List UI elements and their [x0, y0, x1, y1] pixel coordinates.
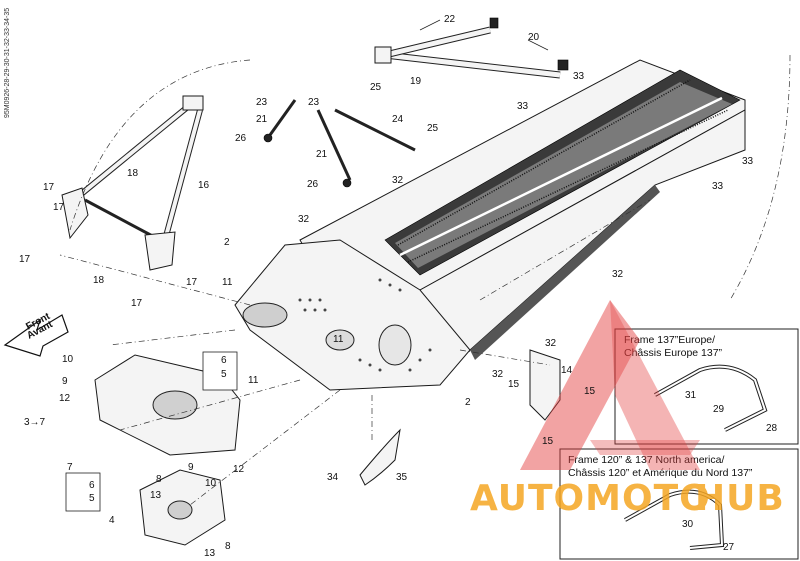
callout-32-e: 32	[492, 369, 504, 380]
callout-2-b: 2	[465, 397, 471, 408]
callout-25-b: 25	[427, 123, 439, 134]
callouts: 22 20 19 23 23 25 25 21 21 24 26 26 33 3…	[19, 14, 778, 559]
inset-na-title-1: Frame 120” & 137 North america/	[568, 454, 724, 466]
callout-16: 16	[198, 180, 210, 191]
inset-europe: Frame 137”Europe/ Châssis Europe 137”	[614, 328, 799, 445]
callout-4: 4	[109, 515, 115, 526]
callout-17-a: 17	[43, 182, 55, 193]
callout-2-a: 2	[224, 237, 230, 248]
callout-25-a: 25	[370, 82, 382, 93]
callout-5-a: 5	[221, 369, 227, 380]
callout-15-b: 15	[584, 386, 596, 397]
callout-9-b: 9	[188, 462, 194, 473]
callout-27: 27	[723, 542, 735, 553]
callout-19: 19	[410, 76, 422, 87]
inset-europe-title-1: Frame 137”Europe/	[624, 334, 715, 346]
fastener-box-upper	[202, 351, 238, 391]
callout-33-b: 33	[517, 101, 529, 112]
callout-31: 31	[685, 390, 697, 401]
fastener-box-lower	[65, 472, 101, 512]
callout-28: 28	[766, 423, 778, 434]
callout-18-b: 18	[93, 275, 105, 286]
callout-30: 30	[682, 519, 694, 530]
callout-32-d: 32	[545, 338, 557, 349]
watermark-text-hub: HUB	[695, 478, 785, 519]
vertical-part-code: 95M0926-28-29-30-31-32-33-34-35	[4, 8, 11, 118]
callout-11-b: 11	[333, 334, 344, 345]
callout-11-c: 11	[248, 375, 259, 386]
callout-7: 7	[67, 462, 73, 473]
callout-17-b: 17	[53, 202, 65, 213]
callout-33-d: 33	[712, 181, 724, 192]
front-direction-arrow: Front Avant	[3, 311, 69, 357]
callout-33-c: 33	[742, 156, 754, 167]
callout-35: 35	[396, 472, 408, 483]
callout-29: 29	[713, 404, 725, 415]
callout-3-7: 3→7	[24, 417, 46, 428]
callout-8-a: 8	[156, 474, 162, 485]
support-rods	[263, 99, 416, 188]
callout-17-e: 17	[131, 298, 143, 309]
callout-24: 24	[392, 114, 404, 125]
heat-exchanger-ribs	[384, 69, 741, 276]
slider-part-34	[359, 428, 401, 486]
callout-32-a: 32	[392, 175, 404, 186]
callout-14: 14	[561, 365, 573, 376]
callout-32-c: 32	[612, 269, 624, 280]
inset-europe-title-2: Châssis Europe 137”	[624, 347, 723, 359]
callout-15-a: 15	[508, 379, 520, 390]
callout-20: 20	[528, 32, 540, 43]
callout-8-b: 8	[225, 541, 231, 552]
callout-10-a: 10	[62, 354, 74, 365]
callout-13-b: 13	[204, 548, 216, 559]
callout-21-b: 21	[316, 149, 328, 160]
watermark-logo: AUTOMOTO HUB	[470, 300, 785, 519]
bracket-14	[529, 349, 561, 421]
callout-15-c: 15	[542, 436, 554, 447]
rear-strut-19	[374, 17, 569, 79]
callout-22: 22	[444, 14, 456, 25]
callout-12-a: 12	[59, 393, 71, 404]
callout-17-d: 17	[186, 277, 198, 288]
callout-18-a: 18	[127, 168, 139, 179]
callout-17-c: 17	[19, 254, 31, 265]
callout-33-a: 33	[573, 71, 585, 82]
tunnel-assembly	[299, 59, 746, 360]
callout-26-a: 26	[235, 133, 247, 144]
callout-21-a: 21	[256, 114, 268, 125]
callout-6-a: 6	[221, 355, 227, 366]
callout-32-b: 32	[298, 214, 310, 225]
callout-23-a: 23	[256, 97, 268, 108]
inset-na-title-2: Châssis 120” et Amérique du Nord 137”	[568, 467, 753, 479]
front-frame	[234, 239, 471, 391]
callout-10-b: 10	[205, 478, 217, 489]
callout-13-a: 13	[150, 490, 162, 501]
callout-11-a: 11	[222, 277, 233, 288]
inset-north-america: Frame 120” & 137 North america/ Châssis …	[559, 448, 799, 560]
callout-26-b: 26	[307, 179, 319, 190]
callout-6-b: 6	[89, 480, 95, 491]
callout-34: 34	[327, 472, 339, 483]
callout-23-b: 23	[308, 97, 320, 108]
callout-9-a: 9	[62, 376, 68, 387]
steering-support-16	[61, 95, 204, 271]
callout-5-b: 5	[89, 493, 95, 504]
callout-12-b: 12	[233, 464, 245, 475]
watermark-text-automoto: AUTOMOTO	[470, 478, 711, 519]
